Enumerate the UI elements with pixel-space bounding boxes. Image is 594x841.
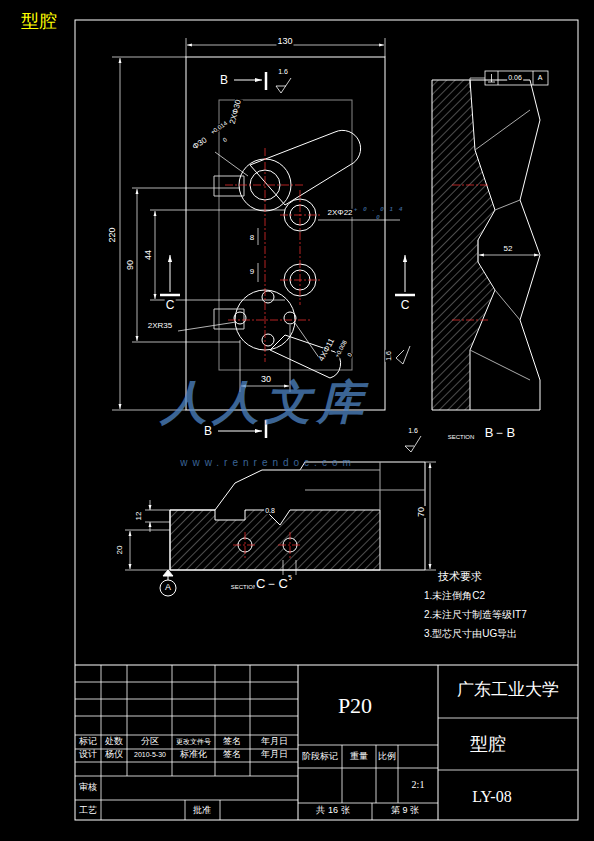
table-cell: 年月日 bbox=[260, 737, 289, 746]
tolerance-value: 0 bbox=[375, 214, 386, 220]
tolerance-value: 0.06 bbox=[507, 74, 523, 81]
sheet-title: 型腔 bbox=[20, 12, 58, 31]
table-cell: 比例 bbox=[377, 752, 397, 761]
table-cell: 分区 bbox=[140, 737, 160, 746]
datum-letter: A bbox=[164, 583, 172, 592]
dimension-text: 4XΦ11 bbox=[317, 336, 337, 363]
datum-letter: A bbox=[537, 74, 544, 81]
table-cell: 2:1 bbox=[411, 780, 426, 791]
dimension-text: 12 bbox=[135, 511, 143, 522]
dimension-text: 2XΦ22 bbox=[326, 209, 353, 217]
section-letter: B bbox=[203, 425, 213, 438]
material-name: P20 bbox=[337, 694, 373, 717]
section-caption: B－B bbox=[484, 426, 516, 440]
dimension-text: 90 bbox=[126, 259, 135, 271]
dimension-text: 2XΦ30 bbox=[228, 98, 243, 126]
dimension-text: 130 bbox=[276, 37, 293, 46]
school-name: 广东工业大学 bbox=[456, 681, 560, 699]
roughness-value: 1.6 bbox=[407, 427, 419, 434]
dimension-text: 9 bbox=[249, 268, 255, 276]
watermark: www.renrendoc.com bbox=[179, 458, 357, 469]
section-letter: C bbox=[400, 299, 411, 312]
note-text: 1.未注倒角C2 bbox=[423, 591, 486, 602]
table-cell: 重量 bbox=[349, 752, 369, 761]
table-cell: 更改文件号 bbox=[175, 738, 212, 745]
table-cell: 年月日 bbox=[260, 750, 289, 759]
section-caption: SECTION bbox=[230, 584, 259, 590]
table-cell: 第 9 张 bbox=[390, 806, 420, 815]
dimension-text: 0.8 bbox=[264, 507, 276, 514]
dimension-text: 20 bbox=[116, 545, 124, 556]
table-cell: 批准 bbox=[192, 806, 212, 815]
table-cell: 工艺 bbox=[78, 806, 98, 815]
note-text: 3.型芯尺寸由UG导出 bbox=[423, 629, 518, 640]
table-cell: 2010-5-30 bbox=[133, 751, 167, 758]
drawing-number: LY-08 bbox=[471, 789, 512, 806]
table-cell: 审核 bbox=[78, 783, 98, 792]
watermark: 人人文库 bbox=[160, 378, 370, 426]
section-letter: B bbox=[219, 74, 229, 87]
dimension-text: 44 bbox=[144, 249, 153, 261]
dimension-text: Φ30 bbox=[191, 136, 210, 153]
table-cell: 共 16 张 bbox=[315, 806, 350, 815]
roughness-value: 1.6 bbox=[277, 68, 289, 75]
table-cell: 签名 bbox=[222, 737, 242, 746]
table-cell: 标准化 bbox=[179, 750, 208, 759]
dimension-text: 220 bbox=[108, 226, 117, 243]
tolerance-value: 0 bbox=[221, 136, 229, 144]
part-name: 型腔 bbox=[469, 735, 507, 754]
table-cell: 标记 bbox=[78, 737, 98, 746]
table-cell: 处数 bbox=[104, 737, 124, 746]
tolerance-value: 0 bbox=[346, 351, 354, 359]
roughness-value: 1.6 bbox=[385, 350, 392, 362]
table-cell: 设计 bbox=[78, 750, 98, 759]
section-letter: C bbox=[165, 299, 176, 312]
section-caption: C－C bbox=[255, 577, 289, 591]
dimension-text: 2XR35 bbox=[147, 322, 173, 330]
dimension-text: 70 bbox=[417, 506, 426, 518]
note-heading: 技术要求 bbox=[437, 571, 483, 583]
table-cell: 杨仪 bbox=[104, 750, 124, 759]
note-text: 2.未注尺寸制造等级IT7 bbox=[423, 610, 528, 621]
tolerance-value: +0.014 bbox=[353, 206, 410, 212]
table-cell: 阶段标记 bbox=[301, 752, 339, 761]
dimension-text: 8 bbox=[249, 234, 255, 242]
table-cell: 签名 bbox=[222, 750, 242, 759]
dimension-text: 52 bbox=[503, 245, 514, 253]
section-caption: SECTION bbox=[447, 434, 476, 440]
